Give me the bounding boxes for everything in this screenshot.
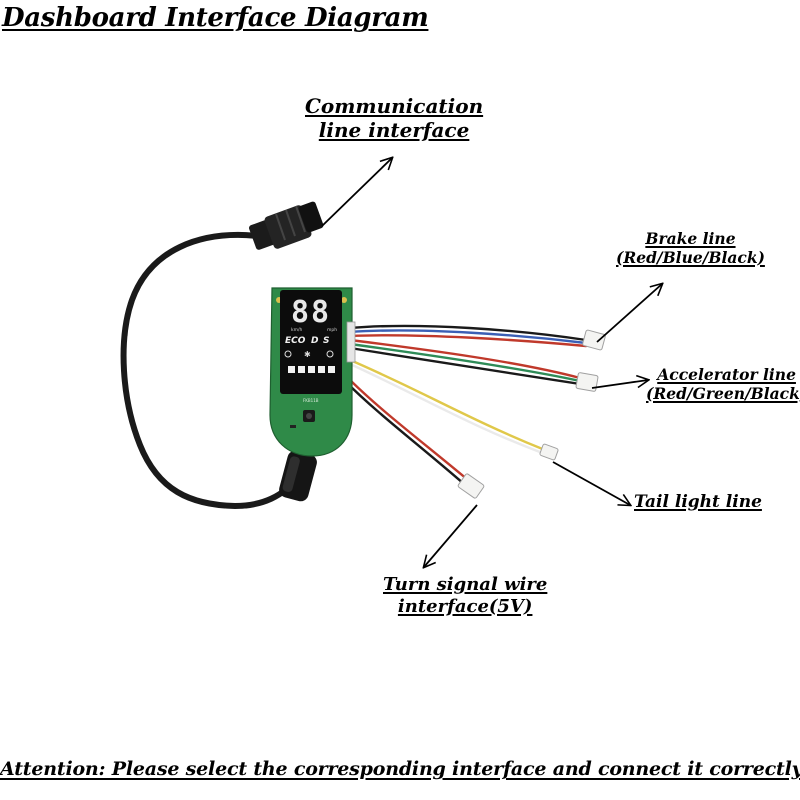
communication-label-line2: line interface: [318, 118, 470, 142]
dashboard-board: 88 km/h mph ECO D S ✱ FKB11B: [269, 287, 356, 457]
accelerator-label-line2: (Red/Green/Black): [646, 383, 800, 403]
communication-connector: [249, 201, 324, 250]
board-code: FKB11B: [303, 398, 319, 403]
headlight-icon: [284, 350, 292, 358]
display-screen: [280, 290, 342, 394]
attention-note: Attention: Please select the correspondi…: [0, 758, 800, 780]
gauge-icon: [326, 350, 334, 358]
speed-digits: 88: [291, 295, 331, 330]
turn-signal-arrow: [424, 504, 478, 567]
unit-mph: mph: [327, 327, 337, 333]
communication-label-line1: Communication: [305, 94, 484, 118]
wire-bundle: [344, 324, 588, 486]
mode-s: S: [323, 336, 329, 346]
turn-signal-label: Turn signal wire interface(5V): [383, 574, 547, 617]
page-title: Dashboard Interface Diagram: [2, 3, 429, 33]
communication-arrow: [321, 158, 392, 227]
bluetooth-icon: ✱: [304, 350, 311, 359]
tail-light-label: Tail light line: [634, 492, 762, 512]
tail-light-label-line1: Tail light line: [634, 492, 762, 512]
turn-signal-connector: [457, 473, 485, 499]
accelerator-arrow: [591, 380, 648, 389]
communication-cable: [120, 232, 299, 510]
brake-arrow: [596, 284, 662, 343]
brake-label-line2: (Red/Blue/Black): [616, 247, 765, 267]
accelerator-line-label: Accelerator line (Red/Green/Black): [646, 365, 800, 403]
tail-light-arrow: [552, 461, 630, 505]
accelerator-connector: [575, 372, 599, 392]
brake-line-label: Brake line (Red/Blue/Black): [616, 229, 765, 267]
accelerator-label-line1: Accelerator line: [657, 365, 796, 384]
mode-eco: ECO: [285, 336, 306, 346]
turn-signal-label-line1: Turn signal wire: [383, 574, 548, 595]
battery-bar: [288, 366, 335, 373]
tail-light-connector: [539, 443, 559, 461]
brake-label-line1: Brake line: [645, 229, 736, 248]
brake-connector: [582, 329, 606, 351]
turn-signal-label-line2: interface(5V): [397, 595, 533, 617]
communication-line-label: Communication line interface: [305, 94, 483, 142]
unit-kmh: km/h: [291, 327, 303, 333]
mode-d: D: [311, 336, 319, 346]
ferrite-choke: [279, 450, 317, 502]
